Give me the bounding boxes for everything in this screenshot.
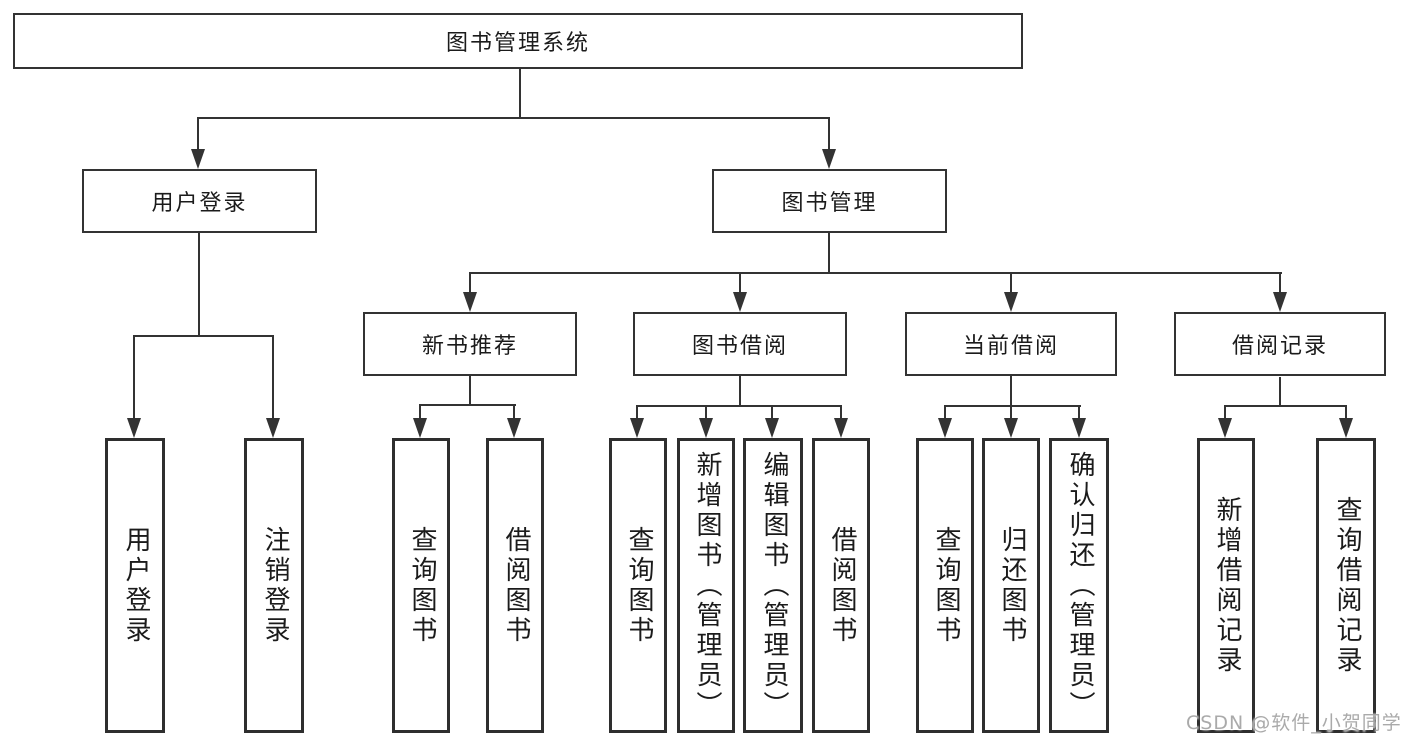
- arrow-down-icon: [834, 418, 848, 438]
- arrow-down-icon: [1072, 418, 1086, 438]
- node-edit-books-admin: 编辑图书（管理员）: [743, 438, 803, 733]
- node-library-system: 图书管理系统: [13, 13, 1023, 69]
- node-return-books-label: 归还图书: [996, 525, 1027, 646]
- connector-new-book-recommend-split: [419, 404, 516, 406]
- arrow-down-icon: [507, 418, 521, 438]
- connector-new-book-recommend-stem: [469, 376, 471, 406]
- node-add-books-admin-label: 新增图书（管理员）: [691, 450, 722, 721]
- connector-to-current-borrowing: [1010, 272, 1012, 294]
- node-borrowing-query-books: 查询图书: [609, 438, 667, 733]
- node-query-borrow-record-label: 查询借阅记录: [1331, 495, 1362, 676]
- node-new-book-recommend: 新书推荐: [363, 312, 577, 376]
- node-book-borrowing: 图书借阅: [633, 312, 847, 376]
- node-borrowing-records: 借阅记录: [1174, 312, 1386, 376]
- arrow-down-icon: [127, 418, 141, 438]
- node-recommend-query-books: 查询图书: [392, 438, 450, 733]
- connector-book-management-stem: [828, 233, 830, 274]
- node-user-login-label: 用户登录: [120, 525, 151, 646]
- arrow-down-icon: [191, 149, 205, 169]
- node-borrowing-borrow-books: 借阅图书: [812, 438, 870, 733]
- connector-level3-split: [469, 272, 1282, 274]
- arrow-down-icon: [733, 292, 747, 312]
- connector-user-login-stem: [198, 233, 200, 336]
- connector-current-borrowing-split: [944, 405, 1081, 407]
- arrow-down-icon: [266, 418, 280, 438]
- connector-book-borrowing-stem: [739, 376, 741, 407]
- node-recommend-query-books-label: 查询图书: [406, 525, 437, 646]
- node-book-management: 图书管理: [712, 169, 947, 233]
- node-add-borrow-record: 新增借阅记录: [1197, 438, 1255, 733]
- arrow-down-icon: [463, 292, 477, 312]
- connector-leaf: [1010, 405, 1012, 420]
- connector-to-new-book-recommend: [469, 272, 471, 294]
- node-return-books: 归还图书: [982, 438, 1040, 733]
- node-query-borrow-record: 查询借阅记录: [1316, 438, 1376, 733]
- connector-root-stem: [519, 69, 521, 118]
- connector-borrowing-records-split: [1224, 405, 1347, 407]
- node-user-login-group: 用户登录: [82, 169, 317, 233]
- connector-to-borrowing-records: [1279, 272, 1281, 294]
- arrow-down-icon: [1218, 418, 1232, 438]
- node-borrowing-records-label: 借阅记录: [1231, 334, 1328, 359]
- node-current-borrowing-label: 当前借阅: [962, 334, 1059, 359]
- connector-current-borrowing-stem: [1010, 376, 1012, 407]
- node-current-borrowing: 当前借阅: [905, 312, 1117, 376]
- connector-leaf: [840, 405, 842, 420]
- connector-book-borrowing-split: [636, 405, 842, 407]
- arrow-down-icon: [822, 149, 836, 169]
- arrow-down-icon: [1004, 418, 1018, 438]
- connector-leaf: [944, 405, 946, 420]
- node-logout-label: 注销登录: [259, 525, 290, 646]
- connector-user-login-split: [133, 335, 274, 337]
- node-logout: 注销登录: [244, 438, 304, 733]
- connector-to-book-borrowing: [739, 272, 741, 294]
- connector-leaf: [705, 405, 707, 420]
- arrow-down-icon: [1273, 292, 1287, 312]
- connector-borrowing-records-stem: [1279, 377, 1281, 406]
- node-current-query-books: 查询图书: [916, 438, 974, 733]
- node-borrowing-borrow-books-label: 借阅图书: [826, 525, 857, 646]
- connector-leaf: [771, 405, 773, 420]
- node-book-management-label: 图书管理: [781, 191, 878, 216]
- arrow-down-icon: [413, 418, 427, 438]
- node-add-borrow-record-label: 新增借阅记录: [1211, 495, 1242, 676]
- connector-leaf: [513, 404, 515, 420]
- connector-to-user-login: [197, 117, 199, 151]
- arrow-down-icon: [630, 418, 644, 438]
- node-recommend-borrow-books-label: 借阅图书: [500, 525, 531, 646]
- node-current-query-books-label: 查询图书: [930, 525, 961, 646]
- connector-to-login: [133, 335, 135, 420]
- connector-leaf: [1345, 405, 1347, 420]
- connector-level1-split: [197, 117, 830, 119]
- node-edit-books-admin-label: 编辑图书（管理员）: [758, 450, 789, 721]
- node-add-books-admin: 新增图书（管理员）: [677, 438, 735, 733]
- arrow-down-icon: [1004, 292, 1018, 312]
- connector-to-book-management: [828, 117, 830, 151]
- connector-leaf: [419, 404, 421, 420]
- csdn-watermark: CSDN @软件_小贺同学: [1186, 712, 1402, 734]
- arrow-down-icon: [1339, 418, 1353, 438]
- connector-leaf: [636, 405, 638, 420]
- node-user-login-group-label: 用户登录: [151, 191, 248, 216]
- connector-leaf: [1078, 405, 1080, 420]
- node-confirm-return-admin-label: 确认归还（管理员）: [1064, 450, 1095, 721]
- arrow-down-icon: [938, 418, 952, 438]
- node-library-system-label: 图书管理系统: [445, 31, 590, 56]
- node-book-borrowing-label: 图书借阅: [691, 334, 788, 359]
- connector-to-logout: [272, 335, 274, 420]
- arrow-down-icon: [699, 418, 713, 438]
- arrow-down-icon: [765, 418, 779, 438]
- node-recommend-borrow-books: 借阅图书: [486, 438, 544, 733]
- node-borrowing-query-books-label: 查询图书: [623, 525, 654, 646]
- node-user-login: 用户登录: [105, 438, 165, 733]
- node-new-book-recommend-label: 新书推荐: [421, 334, 518, 359]
- node-confirm-return-admin: 确认归还（管理员）: [1049, 438, 1109, 733]
- connector-leaf: [1224, 405, 1226, 420]
